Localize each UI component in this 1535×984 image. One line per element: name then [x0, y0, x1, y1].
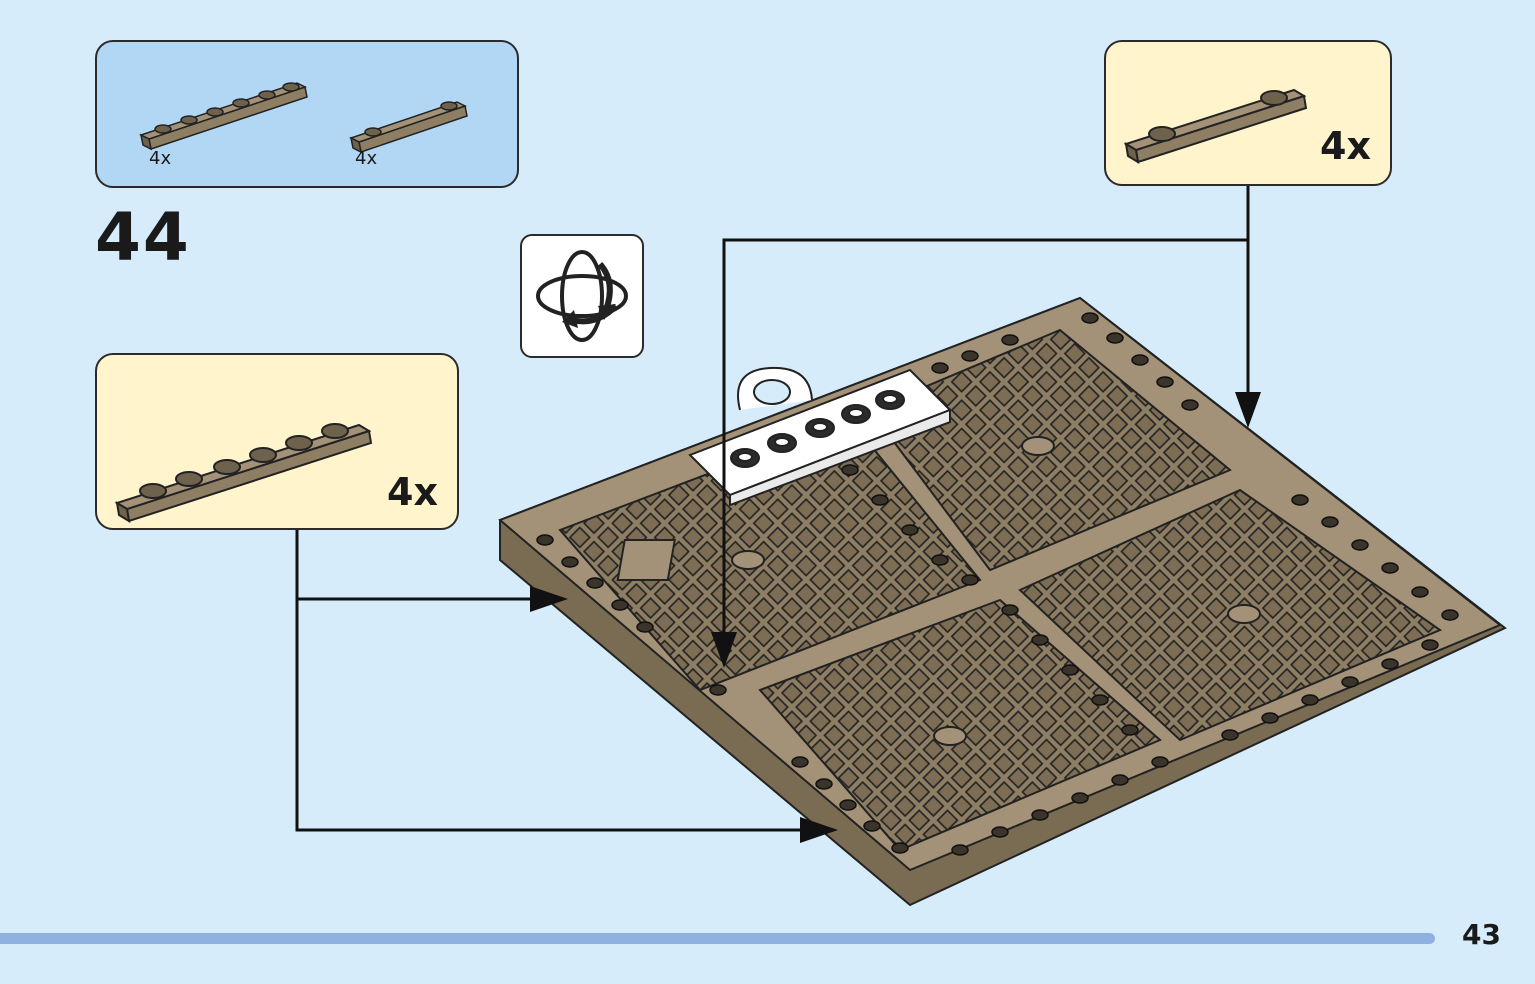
- lattice-tile-4: [1018, 488, 1443, 742]
- baseplate-top: [498, 296, 1502, 872]
- parts-item-1-quantity: 4x: [149, 148, 172, 169]
- callout-right-part-icon: [1123, 88, 1308, 164]
- page-progress-bar: [0, 933, 1435, 944]
- plate-1x6-part-icon: [139, 82, 308, 151]
- lattice-tile-1: [558, 418, 982, 692]
- rotate-model-icon: [520, 234, 644, 358]
- page-number: 43: [1462, 918, 1501, 951]
- parts-list-illustration: [139, 82, 468, 154]
- callout-left-part-icon: [114, 423, 373, 523]
- lattice-tile-2: [868, 328, 1232, 572]
- callout-right: 4x: [1104, 40, 1392, 186]
- step-number: 44: [95, 199, 191, 276]
- callout-right-quantity: 4x: [1320, 124, 1371, 168]
- parts-list-box: 4x 4x: [95, 40, 519, 188]
- plate-1x4-part-icon: [349, 101, 468, 154]
- callout-left: 4x: [95, 353, 459, 530]
- callout-left-quantity: 4x: [387, 470, 438, 514]
- parts-item-2-quantity: 4x: [355, 148, 378, 169]
- white-plate-with-hook: [688, 366, 952, 507]
- lattice-tile-3: [758, 598, 1162, 852]
